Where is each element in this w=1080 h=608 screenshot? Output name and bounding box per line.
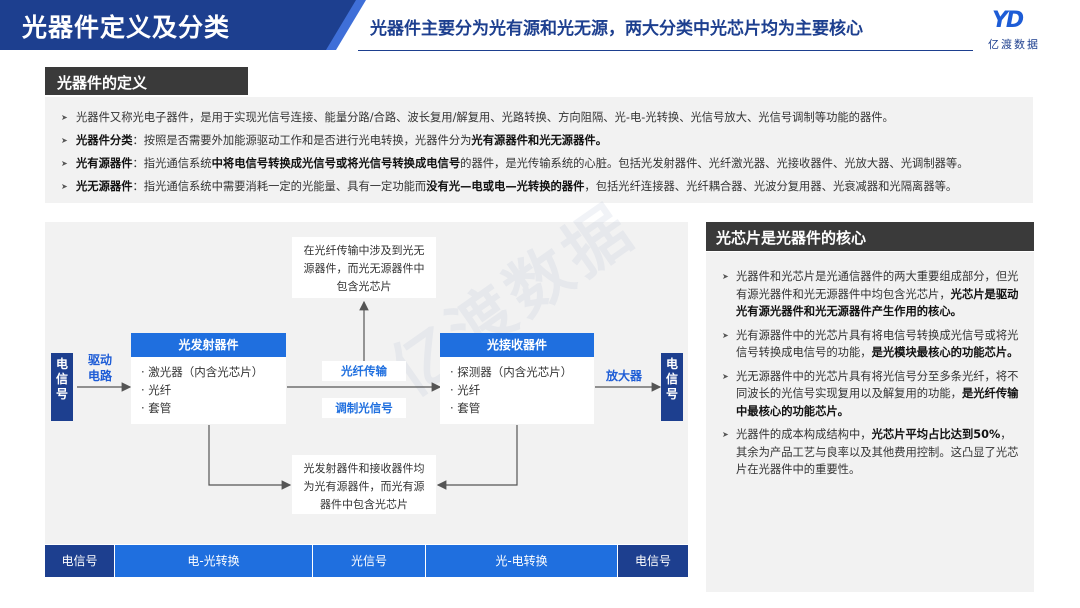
- body-text: ：按照是否需要外加能源驱动工作和是否进行光电转换，光器件分为: [132, 134, 472, 147]
- bullet-triangle-icon: ➤: [722, 272, 729, 281]
- header-divider: [358, 50, 973, 51]
- body-text: 光有源器件中的光芯片具有将电信号转换成光信号或将光信号转换成电信号的功能，: [736, 328, 1019, 360]
- body-text: 光器件的成本构成结构中，: [736, 428, 872, 441]
- input-electric-signal-bar: 电信号: [51, 353, 73, 421]
- core-item: ➤ 光无源器件中的光芯片具有将光信号分至多条光纤，将不同波长的光信号实现复用以及解…: [722, 368, 1020, 421]
- receiver-block-body: · 探测器（内含光芯片） · 光纤 · 套管: [440, 357, 594, 424]
- core-section-title: 光芯片是光器件的核心: [706, 222, 1034, 251]
- receiver-item: · 探测器（内含光芯片）: [450, 365, 573, 379]
- body-text: 光器件又称光电子器件，是用于实现光信号连接、能量分路/合路、波长复用/解复用、光…: [76, 111, 894, 124]
- emitter-item: · 光纤: [141, 383, 172, 397]
- emphasis-text: 光器件分类: [76, 134, 133, 147]
- definition-section-label: 光器件的定义: [45, 67, 248, 95]
- bullet-triangle-icon: ➤: [722, 430, 729, 439]
- stage-eo-conversion: 电-光转换: [115, 545, 313, 577]
- body-text: ：指光通信系统: [132, 157, 212, 170]
- body-text: ：指光通信系统中需要消耗一定的光能量、具有一定功能而: [132, 180, 427, 193]
- page-title: 光器件定义及分类: [22, 13, 231, 42]
- stage-electric-in: 电信号: [45, 545, 115, 577]
- bullet-triangle-icon: ➤: [61, 182, 68, 191]
- definition-item: ➤ 光无源器件：指光通信系统中需要消耗一定的光能量、具有一定功能而没有光—电或电—…: [61, 175, 1017, 198]
- body-text: 的器件，是光传输系统的心脏。包括光发射器件、光纤激光器、光接收器件、光放大器、光…: [460, 157, 969, 170]
- bullet-triangle-icon: ➤: [61, 136, 68, 145]
- stage-electric-out: 电信号: [618, 545, 688, 577]
- emphasis-text: 中将电信号转换成光信号或将光信号转换成电信号: [211, 157, 461, 170]
- logo-mark: YD: [992, 8, 1024, 33]
- body-text: 光无源器件中的光芯片具有将光信号分至多条光纤，将不同波长的光信号实现复用以及解复…: [736, 369, 1019, 401]
- emitter-item: · 激光器（内含光芯片）: [141, 365, 264, 379]
- fiber-transmission-label: 光纤传输: [322, 361, 406, 381]
- receiver-item: · 套管: [450, 401, 481, 415]
- core-item: ➤ 光有源器件中的光芯片具有将电信号转换成光信号或将光信号转换成电信号的功能，是光…: [722, 327, 1020, 362]
- definition-item: ➤ 光器件分类：按照是否需要外加能源驱动工作和是否进行光电转换，光器件分为光有源器…: [61, 129, 1017, 152]
- emphasis-text: 光有源器件和光无源器件。: [471, 134, 607, 147]
- emitter-item: · 套管: [141, 401, 172, 415]
- bullet-triangle-icon: ➤: [61, 159, 68, 168]
- output-electric-signal-bar: 电信号: [661, 353, 683, 421]
- emphasis-text: 是光纤传输中最核心的功能芯片。: [736, 387, 1019, 418]
- header-title-banner: [0, 0, 360, 50]
- core-item: ➤ 光器件和光芯片是光通信器件的两大重要组成部分，但光有源光器件和光无源器件中均包…: [722, 268, 1020, 321]
- emphasis-text: 光无源器件: [76, 180, 133, 193]
- emphasis-text: 是光模块最核心的功能芯片。: [871, 346, 1019, 359]
- core-item: ➤ 光器件的成本构成结构中，光芯片平均占比达到50%，其余为产品工艺与良率以及其他…: [722, 426, 1020, 479]
- logo-text: 亿渡数据: [988, 38, 1040, 51]
- emphasis-text: 光芯片平均占比达到50%: [871, 428, 1001, 441]
- bullet-triangle-icon: ➤: [61, 113, 68, 122]
- body-text: ，其余为产品工艺与良率以及其他费用控制。这凸显了光芯片在光器件中的重要性。: [736, 428, 1019, 476]
- signal-stage-bar: 电信号 电-光转换 光信号 光-电转换 电信号: [45, 545, 688, 577]
- amplifier-label: 放大器: [606, 369, 643, 383]
- definition-box: ➤ 光器件又称光电子器件，是用于实现光信号连接、能量分路/合路、波长复用/解复用、…: [45, 97, 1033, 203]
- passive-device-note: 在光纤传输中涉及到光无源器件，而光无源器件中包含光芯片: [292, 237, 436, 298]
- bullet-triangle-icon: ➤: [722, 330, 729, 340]
- definition-item: ➤ 光有源器件：指光通信系统中将电信号转换成光信号或将光信号转换成电信号的器件，是…: [61, 152, 1017, 175]
- stage-oe-conversion: 光-电转换: [426, 545, 618, 577]
- emphasis-text: 光有源器件: [76, 157, 133, 170]
- page-subtitle: 光器件主要分为光有源和光无源，两大分类中光芯片均为主要核心: [370, 19, 863, 39]
- emitter-block-body: · 激光器（内含光芯片） · 光纤 · 套管: [131, 357, 286, 424]
- emphasis-text: 光芯片是驱动光有源光器件和光无源器件产生作用的核心。: [736, 287, 1019, 319]
- modulated-signal-label: 调制光信号: [322, 398, 406, 418]
- definition-item: ➤ 光器件又称光电子器件，是用于实现光信号连接、能量分路/合路、波长复用/解复用、…: [61, 106, 1017, 129]
- body-text: ，包括光纤连接器、光纤耦合器、光波分复用器、光衰减器和光隔离器等。: [584, 180, 958, 193]
- receiver-block-title: 光接收器件: [440, 333, 594, 357]
- active-device-note: 光发射器件和接收器件均为光有源器件，而光有源器件中包含光芯片: [292, 455, 436, 514]
- stage-optical-signal: 光信号: [313, 545, 426, 577]
- brand-logo: YD 亿渡数据: [982, 8, 1062, 52]
- bullet-triangle-icon: ➤: [722, 371, 729, 381]
- core-section-box: ➤ 光器件和光芯片是光通信器件的两大重要组成部分，但光有源光器件和光无源器件中均包…: [706, 252, 1034, 592]
- receiver-item: · 光纤: [450, 383, 481, 397]
- emphasis-text: 没有光—电或电—光转换的器件: [426, 180, 585, 193]
- body-text: 光器件和光芯片是光通信器件的两大重要组成部分，但光有源光器件和光无源器件中均包含…: [736, 270, 1019, 301]
- emitter-block-title: 光发射器件: [131, 333, 286, 357]
- drive-circuit-label: 驱动电路: [87, 353, 112, 383]
